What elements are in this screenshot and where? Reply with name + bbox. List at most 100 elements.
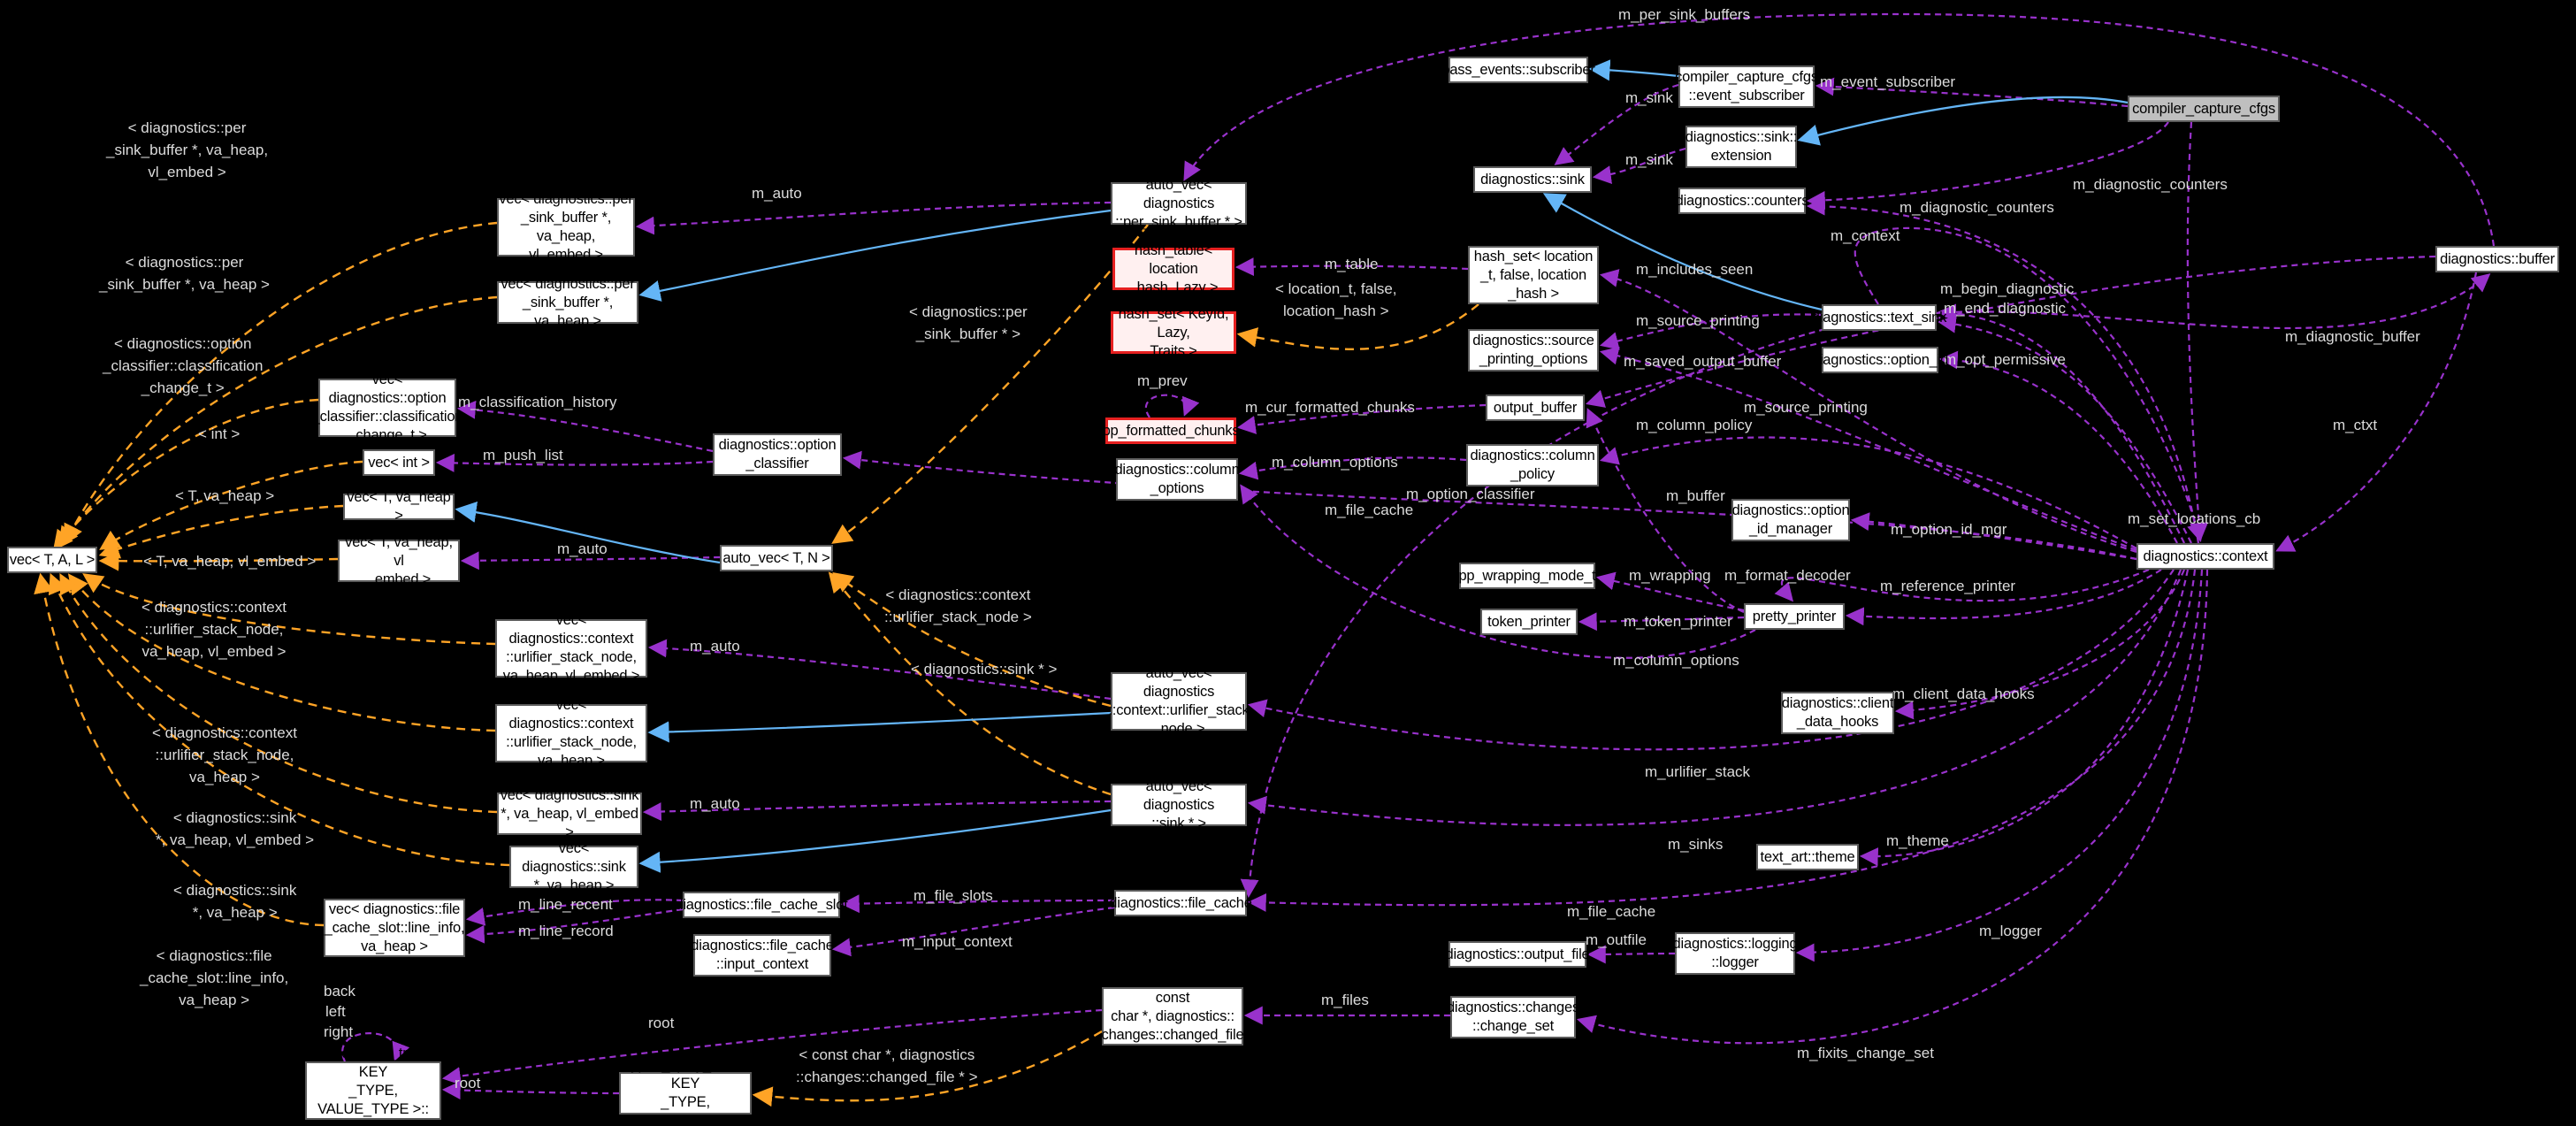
edge-label--diagnostics-context-67: < diagnostics::context ::urlifier_stack_…: [884, 586, 1032, 625]
node-splay-tree-changed-file[interactable]: typed_splay_tree< const char *, diagnost…: [1101, 970, 1244, 1061]
edge-m-buffer: [1586, 408, 1745, 614]
edge-label-m_context-7: m_context: [1831, 227, 1900, 244]
edge-label-m_fixits_change_set-36: m_fixits_change_set: [1797, 1045, 1934, 1061]
node-option-id-manager[interactable]: diagnostics::option _id_manager: [1731, 499, 1850, 541]
inherit-auto-vec-psb: [638, 209, 1112, 302]
edge-m-classification-history: [456, 400, 714, 453]
edge-label-m_saved_output_buffer-10: m_saved_output_buffer: [1624, 353, 1782, 370]
node-splay-tree-node[interactable]: typed_splay_tree< KEY _TYPE, VALUE_TYPE …: [305, 1046, 441, 1126]
edge-m-logger: [1795, 569, 2204, 962]
node-vec-int[interactable]: vec< int >: [363, 449, 435, 476]
edge-m-token-printer: [1578, 612, 1745, 632]
edge-label-m_begin_diagnostic-20: m_begin_diagnostic: [1940, 280, 2075, 297]
node-output-file[interactable]: diagnostics::output_file: [1445, 941, 1590, 968]
node-hash-set-keyid[interactable]: hash_set< KeyId, Lazy, Traits >: [1111, 306, 1236, 359]
node-option-id[interactable]: diagnostics::option_id: [1812, 347, 1948, 373]
edge-label--diagnostics-per-66: < diagnostics::per _sink_buffer * >: [909, 303, 1028, 342]
node-diagnostics-context[interactable]: diagnostics::context: [2136, 543, 2274, 570]
node-logging-logger[interactable]: diagnostics::logging ::logger: [1673, 932, 1798, 975]
node-file-cache[interactable]: diagnostics::file_cache: [1109, 890, 1252, 916]
node-pass-events-subscriber[interactable]: pass_events::subscriber: [1441, 57, 1595, 83]
node-source-printing-options[interactable]: diagnostics::source _printing_options: [1468, 329, 1599, 372]
edge-label-m_set_locations_cb-53: m_set_locations_cb: [2128, 510, 2261, 527]
tmpl-vec-sink: [48, 572, 510, 867]
node-token-printer[interactable]: token_printer: [1480, 609, 1578, 635]
edge-label--diagnostics-per-55: < diagnostics::per _sink_buffer *, va_he…: [106, 119, 269, 180]
node-vec-urlifier-vl[interactable]: vec< diagnostics::context ::urlifier_sta…: [495, 612, 647, 684]
node-output-buffer[interactable]: output_buffer: [1486, 394, 1585, 421]
edge-label--diagnostics-option-57: < diagnostics::option _classifier::class…: [103, 335, 264, 396]
edge-label-m_push_list-48: m_push_list: [483, 447, 563, 463]
edge-label-m_option_id_mgr-23: m_option_id_mgr: [1891, 521, 2007, 538]
edge-label-m_source_printing-19: m_source_printing: [1744, 399, 1868, 416]
node-vec-sink[interactable]: vec< diagnostics::sink *, va_heap >: [509, 840, 638, 893]
edge-m-auto-sink: [642, 800, 1112, 821]
node-pp-formatted-chunks[interactable]: pp_formatted_chunks: [1103, 417, 1240, 444]
inherit-text-sink: [1542, 193, 1823, 311]
node-event-subscriber[interactable]: compiler_capture_cfgs ::event_subscriber: [1675, 65, 1818, 108]
node-hash-set-location[interactable]: hash_set< location _t, false, location _…: [1468, 246, 1599, 304]
edge-label-m_opt_permissive-22: m_opt_permissive: [1944, 351, 2066, 368]
node-vec-line-info[interactable]: vec< diagnostics::file _cache_slot::line…: [324, 899, 465, 957]
edge-label-m_token_printer-27: m_token_printer: [1624, 613, 1732, 630]
edge-root-2: [441, 1081, 620, 1099]
node-diagnostics-buffer[interactable]: diagnostics::buffer: [2435, 246, 2559, 272]
node-hash-table-location[interactable]: hash_table< location _hash, Lazy >: [1112, 242, 1234, 295]
node-changes-change-set[interactable]: diagnostics::changes ::change_set: [1447, 996, 1579, 1038]
node-client-data-hooks[interactable]: diagnostics::client _data_hooks: [1781, 692, 1894, 734]
node-option-classifier[interactable]: diagnostics::option _classifier: [713, 433, 842, 476]
edge-label-m_buffer-12: m_buffer: [1666, 487, 1725, 504]
edge-label-m_classification_history-47: m_classification_history: [458, 394, 617, 410]
tmpl-vec-urlifier-vl: [82, 573, 496, 646]
node-auto-vec-t-n[interactable]: auto_vec< T, N >: [720, 545, 833, 571]
node-vec-t-a-l[interactable]: vec< T, A, L >: [7, 547, 97, 573]
edge-m-line-recent: [465, 899, 684, 926]
edge-m-option-id-mgr: [1850, 512, 2137, 561]
edge-label-m_end_diagnostic-21: m_end_diagnostic: [1944, 300, 2066, 317]
node-column-policy[interactable]: diagnostics::column _policy: [1466, 444, 1599, 486]
edge-m-client-data-hooks: [1894, 569, 2186, 720]
node-diagnostics-sink[interactable]: diagnostics::sink: [1473, 166, 1592, 193]
inherit-capture-cfgs: [1797, 96, 2129, 146]
node-vec-urlifier[interactable]: vec< diagnostics::context ::urlifier_sta…: [495, 697, 647, 769]
node-auto-vec-urlifier[interactable]: auto_vec< diagnostics ::context::urlifie…: [1108, 665, 1250, 737]
node-compiler-capture-cfgs: compiler_capture_cfgs: [2128, 96, 2280, 122]
edge-label-m_table-18: m_table: [1325, 256, 1379, 272]
node-vec-classification-change[interactable]: vec< diagnostics::option _classifier::cl…: [311, 372, 463, 443]
node-pretty-printer[interactable]: pretty_printer: [1744, 603, 1845, 630]
node-vec-per-sink-buffer[interactable]: vec< diagnostics::per _sink_buffer *, va…: [497, 276, 638, 329]
edge-label--const-char-diagnostics-70: < const char *, diagnostics ::changes::c…: [796, 1046, 978, 1085]
node-sink-extension[interactable]: diagnostics::sink:: extension: [1685, 126, 1797, 168]
edge-label-right-42: right: [324, 1023, 354, 1040]
node-counters[interactable]: diagnostics::counters: [1676, 188, 1809, 214]
node-auto-vec-per-sink-buffer[interactable]: auto_vec< diagnostics ::per_sink_buffer …: [1111, 177, 1247, 230]
edge-label-m_sink-2: m_sink: [1625, 89, 1673, 106]
node-splay-tree-kv[interactable]: typed_splay_tree< KEY _TYPE, VALUE_TYPE …: [619, 1057, 752, 1126]
node-text-sink[interactable]: diagnostics::text_sink: [1812, 304, 1946, 331]
edge-m-push-list: [435, 453, 714, 472]
edge-label--diagnostics-sink--68: < diagnostics::sink * >: [911, 661, 1058, 678]
node-vec-t-va-heap[interactable]: vec< T, va_heap >: [343, 489, 455, 524]
node-file-cache-input-context[interactable]: diagnostics::file_cache ::input_context: [691, 934, 834, 977]
node-pp-wrapping-mode[interactable]: pp_wrapping_mode_t: [1458, 563, 1596, 589]
edge-label--diagnostics-context-61: < diagnostics::context ::urlifier_stack_…: [141, 599, 287, 660]
node-vec-t-va-heap-vl[interactable]: vec< T, va_heap, vl _embed >: [338, 534, 460, 587]
node-file-cache-slot[interactable]: diagnostics::file_cache_slot: [675, 892, 848, 918]
edge-label-m_option_classifier-16: m_option_classifier: [1406, 486, 1535, 502]
edge-label-m_file_cache-33: m_file_cache: [1567, 903, 1656, 920]
tmpl-vec-tva: [98, 504, 344, 559]
edge-m-diagnostic-counters-2: [1806, 196, 2200, 544]
edge-label-m_reference_printer-24: m_reference_printer: [1880, 578, 2016, 594]
edge-m-format-decoder: [1774, 568, 2150, 602]
edge-m-input-context: [831, 906, 1115, 957]
edge-label-back-40: back: [324, 983, 355, 1000]
node-vec-per-sink-buffer-vl[interactable]: vec< diagnostics::per _sink_buffer *, va…: [497, 191, 635, 263]
node-text-art-theme[interactable]: text_art::theme: [1756, 844, 1859, 870]
node-auto-vec-sink[interactable]: auto_vec< diagnostics ::sink * >: [1111, 778, 1247, 831]
node-column-options[interactable]: diagnostics::column _options: [1114, 458, 1240, 501]
edge-m-event-subscriber: [1815, 77, 2129, 108]
node-vec-sink-vl[interactable]: vec< diagnostics::sink *, va_heap, vl_em…: [497, 787, 642, 840]
edge-label-m_auto-1: m_auto: [752, 185, 802, 202]
edge-m-diagnostic-counters-1: [1806, 121, 2169, 210]
